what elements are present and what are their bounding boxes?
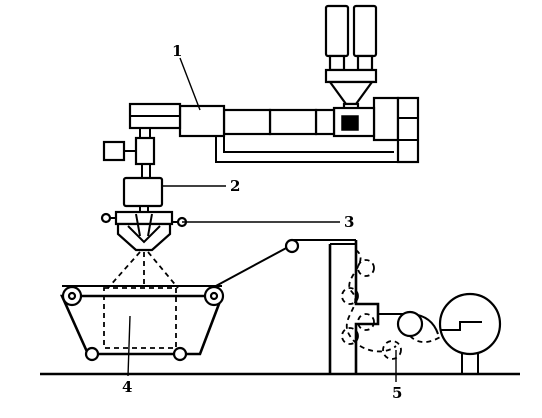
gear-pump-icon [102, 128, 156, 178]
leader-4 [127, 315, 131, 377]
label-spin-pack: 2 [230, 177, 240, 195]
conveyor-belt-icon [59, 245, 291, 362]
spin-pack-icon [122, 176, 164, 214]
winder-roll-icon [284, 238, 502, 374]
label-spinneret-assembly: 3 [344, 213, 354, 231]
label-conveyor: 4 [122, 378, 132, 396]
label-winding-unit: 5 [392, 384, 402, 402]
leader-1 [179, 57, 201, 111]
fiber-spray [107, 251, 179, 289]
label-extruder: 1 [172, 42, 182, 60]
spinneret-icon [100, 210, 188, 252]
extruder-icon [128, 96, 420, 164]
hopper-icon [324, 4, 378, 112]
